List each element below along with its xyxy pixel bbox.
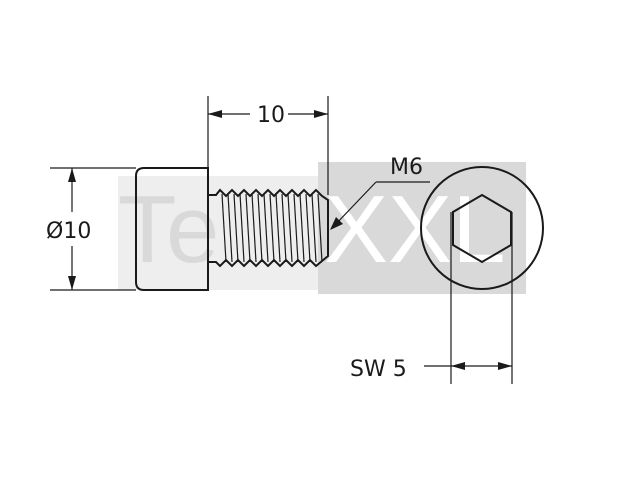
thread-lines — [221, 193, 323, 263]
wrench-size-label: SW 5 — [350, 357, 407, 382]
threaded-shank — [208, 188, 329, 268]
watermark-text-left: Te — [118, 176, 219, 283]
diameter-dimension: Ø10 — [46, 167, 136, 291]
end-view — [420, 166, 544, 290]
watermark: Te XXL — [118, 162, 526, 294]
wrench-size-dimension: SW 5 — [350, 212, 513, 384]
thread-callout: M6 — [330, 155, 430, 230]
diameter-label: Ø10 — [46, 219, 91, 244]
screw-head — [135, 167, 209, 291]
thread-label: M6 — [390, 155, 423, 180]
length-label: 10 — [257, 103, 285, 128]
watermark-text-right: XXL — [324, 176, 505, 283]
length-dimension: 10 — [207, 96, 329, 195]
